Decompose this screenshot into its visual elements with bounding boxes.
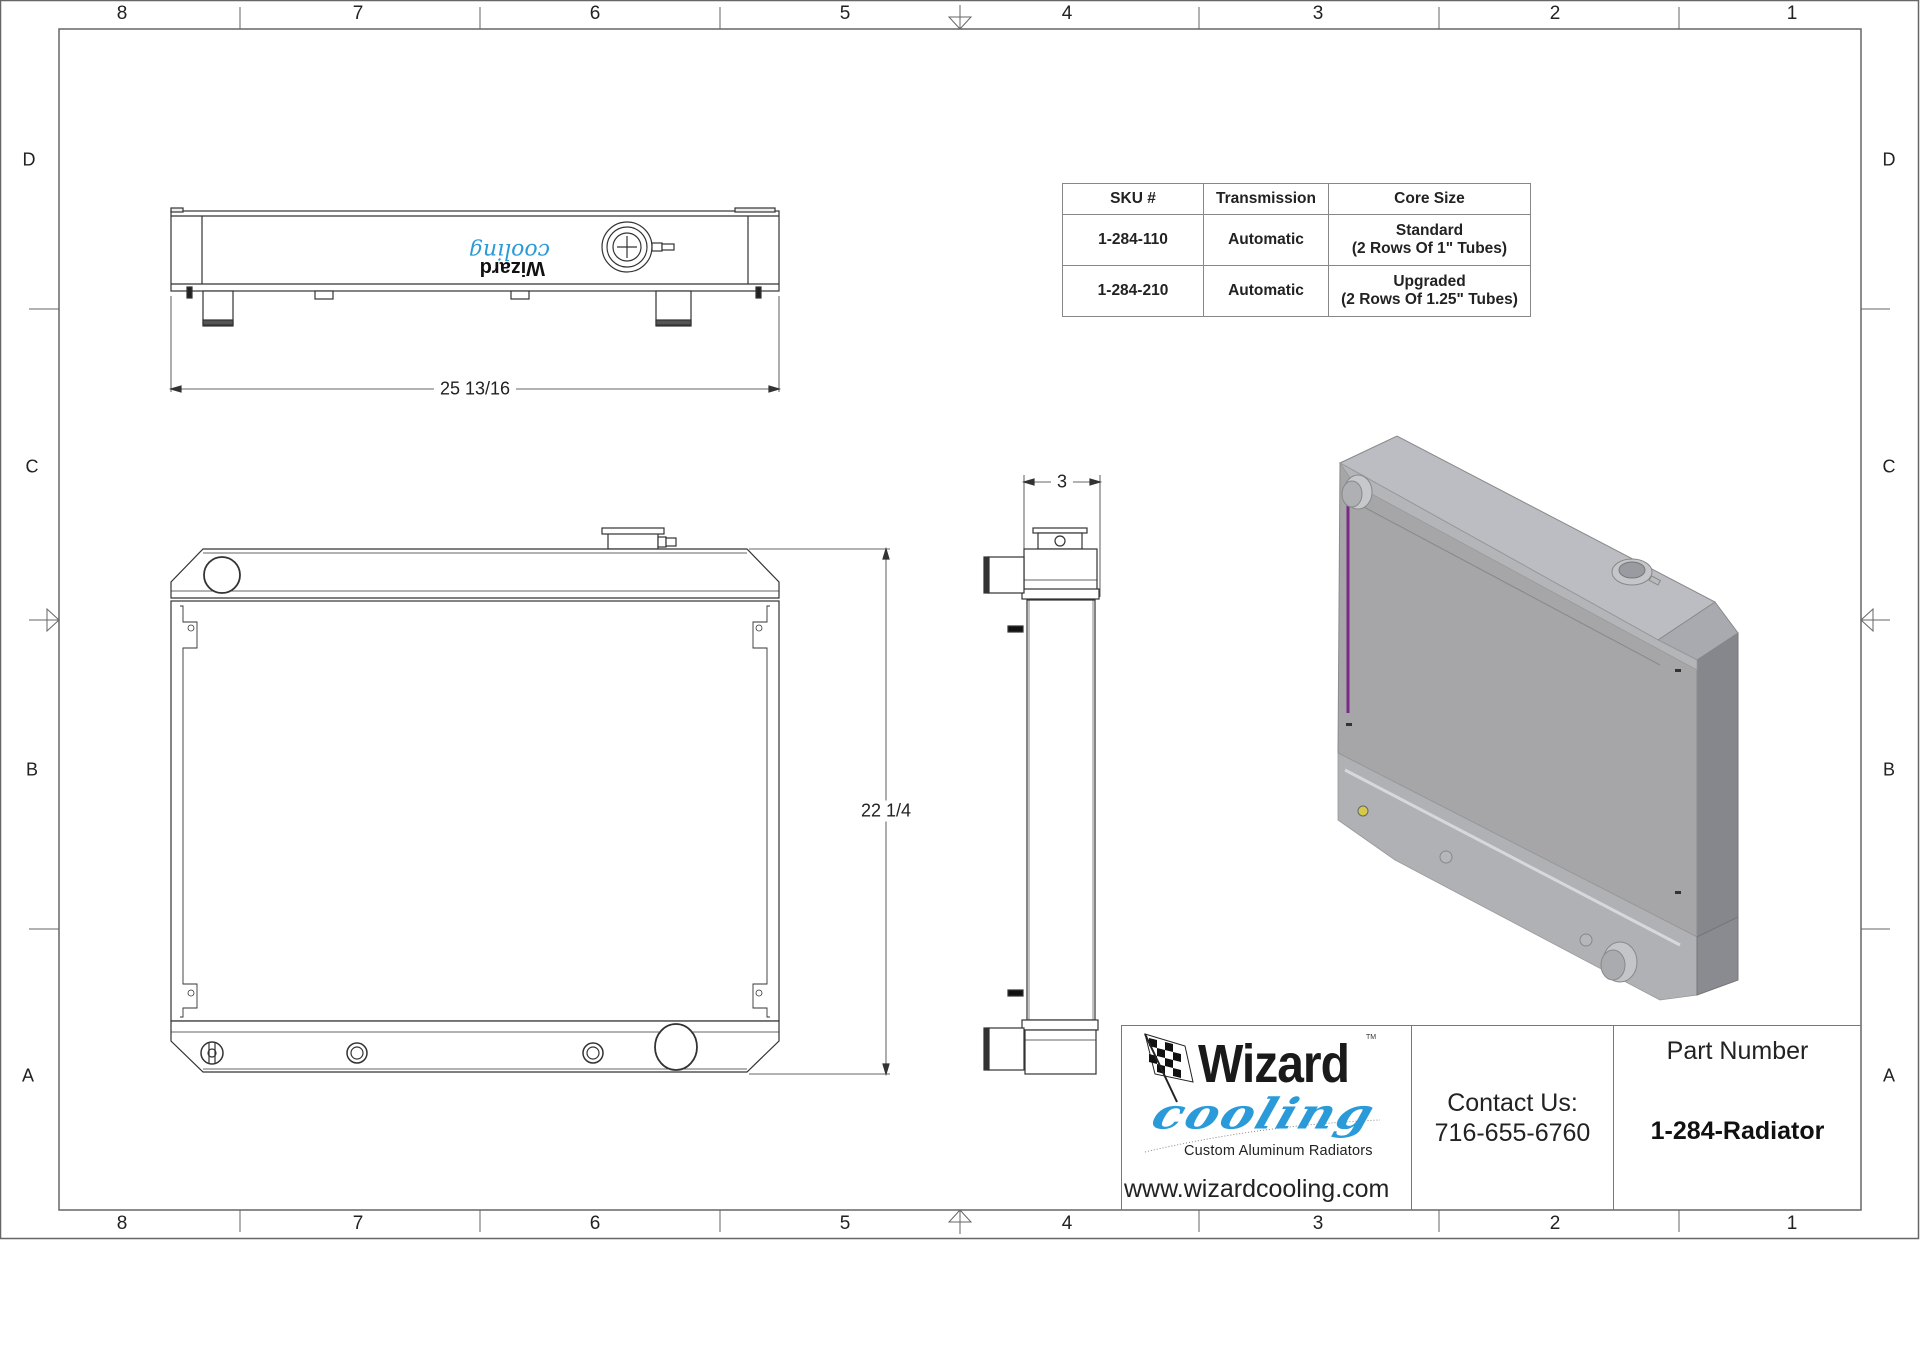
zone-col-bottom-7: 7 xyxy=(352,1213,364,1234)
cell-sku: 1-284-210 xyxy=(1062,265,1204,317)
contact-label: Contact Us: xyxy=(1447,1089,1578,1117)
zone-row-left-d: D xyxy=(22,149,36,170)
cell-sku: 1-284-110 xyxy=(1062,214,1204,266)
zone-col-bottom-6: 6 xyxy=(589,1213,601,1234)
width-dimension: 25 13/16 xyxy=(433,378,517,400)
zone-col-bottom-4: 4 xyxy=(1061,1213,1073,1234)
zone-col-bottom-8: 8 xyxy=(116,1213,128,1234)
logo-flag-icon xyxy=(1144,1033,1194,1103)
mirrored-wizard-text: Wizard xyxy=(480,257,545,279)
core-size-line2: (2 Rows Of 1" Tubes) xyxy=(1351,240,1508,257)
zone-dividers xyxy=(29,7,1890,1232)
part-number-cell: Part Number 1-284-Radiator xyxy=(1614,1026,1861,1210)
title-block: Wizard TM cooling Custom Aluminum Radiat… xyxy=(1121,1025,1861,1210)
logo-cooling-text: cooling xyxy=(1145,1088,1383,1139)
zone-row-right-d: D xyxy=(1882,149,1896,170)
part-number-label: Part Number xyxy=(1666,1037,1809,1065)
zone-row-left-c: C xyxy=(25,456,39,477)
zone-col-bottom-3: 3 xyxy=(1312,1213,1324,1234)
zone-row-right-b: B xyxy=(1882,759,1896,780)
zone-col-bottom-5: 5 xyxy=(839,1213,851,1234)
top-view xyxy=(168,207,782,393)
center-marks xyxy=(29,5,1890,1234)
mirrored-cooling-text: cooling xyxy=(469,238,550,263)
header-core-size: Core Size xyxy=(1328,183,1531,215)
logo-cell: Wizard TM cooling Custom Aluminum Radiat… xyxy=(1122,1026,1412,1210)
zone-col-top-7: 7 xyxy=(352,3,364,24)
zone-row-right-a: A xyxy=(1882,1065,1896,1086)
zone-row-right-c: C xyxy=(1882,456,1896,477)
spec-table: SKU # Transmission Core Size 1-284-110 A… xyxy=(1062,183,1531,317)
header-sku: SKU # xyxy=(1062,183,1204,215)
contact-cell: Contact Us: 716-655-6760 xyxy=(1412,1026,1614,1210)
table-row: 1-284-110 Automatic Standard (2 Rows Of … xyxy=(1062,214,1531,266)
outer-border xyxy=(0,0,1920,1240)
logo-wizard-text: Wizard xyxy=(1198,1035,1350,1095)
zone-col-top-8: 8 xyxy=(116,3,128,24)
zone-col-top-1: 1 xyxy=(1786,3,1798,24)
spec-table-header: SKU # Transmission Core Size xyxy=(1062,183,1531,215)
logo-trademark: TM xyxy=(1366,1034,1377,1041)
part-number-value: 1-284-Radiator xyxy=(1650,1117,1825,1145)
website-link[interactable]: www.wizardcooling.com xyxy=(1124,1175,1390,1203)
zone-col-bottom-2: 2 xyxy=(1549,1213,1561,1234)
core-size-line1: Standard xyxy=(1395,222,1464,239)
cell-transmission: Automatic xyxy=(1203,265,1329,317)
zone-col-top-2: 2 xyxy=(1549,3,1561,24)
top-view-logo-mirrored: Wizard cooling xyxy=(469,238,550,279)
header-transmission: Transmission xyxy=(1203,183,1329,215)
cell-transmission: Automatic xyxy=(1203,214,1329,266)
cell-core-size: Upgraded (2 Rows Of 1.25" Tubes) xyxy=(1328,265,1531,317)
logo-swoosh-dots xyxy=(1144,1119,1381,1153)
height-dimension: 22 1/4 xyxy=(854,800,918,822)
zone-col-top-5: 5 xyxy=(839,3,851,24)
zone-row-left-b: B xyxy=(25,759,39,780)
zone-col-top-6: 6 xyxy=(589,3,601,24)
zone-col-top-4: 4 xyxy=(1061,3,1073,24)
contact-phone[interactable]: 716-655-6760 xyxy=(1434,1119,1591,1147)
zone-row-left-a: A xyxy=(21,1065,35,1086)
zone-col-bottom-1: 1 xyxy=(1786,1213,1798,1234)
logo-tagline: Custom Aluminum Radiators xyxy=(1184,1143,1373,1159)
side-view xyxy=(983,475,1103,1075)
depth-dimension: 3 xyxy=(1050,471,1074,493)
zone-col-top-3: 3 xyxy=(1312,3,1324,24)
core-size-line1: Upgraded xyxy=(1393,273,1466,290)
front-view xyxy=(170,527,890,1077)
core-size-line2: (2 Rows Of 1.25" Tubes) xyxy=(1341,291,1518,308)
table-row: 1-284-210 Automatic Upgraded (2 Rows Of … xyxy=(1062,265,1531,317)
cell-core-size: Standard (2 Rows Of 1" Tubes) xyxy=(1328,214,1531,266)
isometric-view xyxy=(1337,435,1739,1001)
